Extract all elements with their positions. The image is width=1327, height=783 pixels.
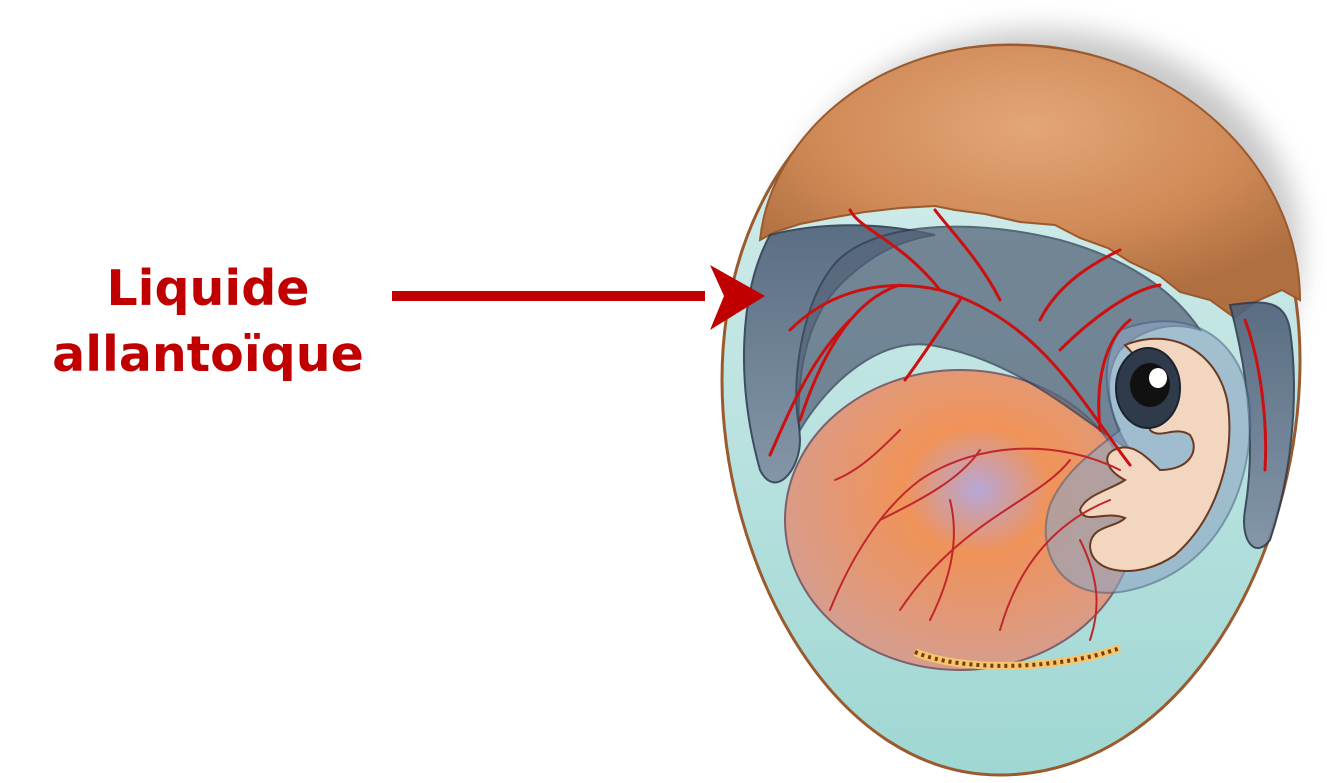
diagram-label: Liquide allantoïque: [18, 256, 398, 388]
label-line-1: Liquide: [18, 256, 398, 322]
label-line-2: allantoïque: [18, 322, 398, 388]
eye-highlight: [1149, 368, 1167, 388]
